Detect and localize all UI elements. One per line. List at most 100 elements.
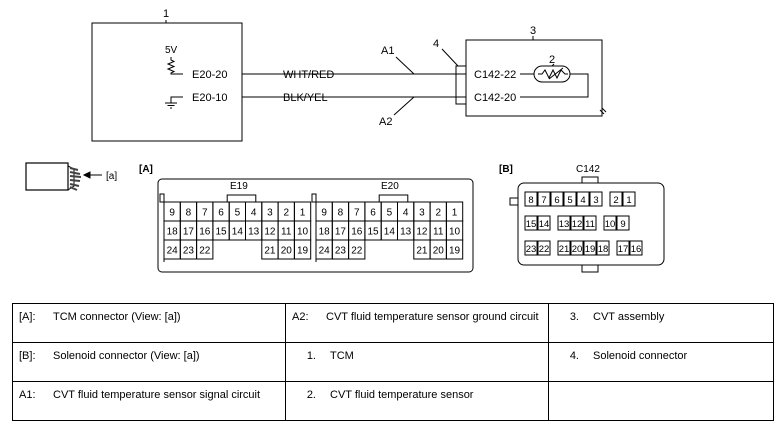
legend-text: TCM bbox=[330, 350, 354, 362]
tcm-pin-number: 18 bbox=[319, 227, 331, 238]
legend-text: CVT fluid temperature sensor bbox=[330, 389, 474, 401]
solenoid-pin-number: 8 bbox=[528, 195, 533, 206]
legend-key: 3. bbox=[569, 311, 579, 323]
tcm-pin bbox=[445, 239, 464, 260]
solenoid-pin-number: 18 bbox=[598, 244, 609, 255]
tcm-pin-number: 20 bbox=[281, 246, 293, 257]
tcm-pin-number: 23 bbox=[183, 246, 195, 257]
tcm-pin-number: 11 bbox=[433, 227, 444, 238]
tcm-pin-number: 14 bbox=[232, 227, 244, 238]
solenoid-pin bbox=[524, 191, 538, 207]
solenoid-pin-number: 21 bbox=[559, 244, 570, 255]
tcm-pin-number: 8 bbox=[186, 208, 192, 219]
tcm-pin-number: 10 bbox=[449, 227, 461, 238]
tcm-pin-number: 13 bbox=[248, 227, 260, 238]
solenoid-pin bbox=[557, 215, 571, 231]
wire-a2-color: BLK/YEL bbox=[283, 92, 328, 104]
solenoid-pin bbox=[570, 240, 584, 256]
tcm-pin-number: 2 bbox=[435, 208, 441, 219]
solenoid-pin bbox=[583, 240, 597, 256]
solenoid-pin bbox=[616, 215, 630, 231]
legend-cell: 4.Solenoid connector bbox=[548, 342, 774, 382]
tcm-pin-number: 14 bbox=[384, 227, 396, 238]
tcm-pin-number: 15 bbox=[215, 227, 227, 238]
tcm-section-e20-label: E20 bbox=[381, 181, 399, 192]
tcm-connector-housing bbox=[157, 178, 474, 273]
solenoid-pin bbox=[576, 191, 590, 207]
legend-table: [A]: TCM connector (View: [a]) A2: CVT flui… bbox=[12, 303, 774, 421]
legend-text: CVT fluid temperature sensor signal circ… bbox=[53, 389, 261, 401]
solenoid-pin-number: 22 bbox=[539, 244, 550, 255]
solenoid-pin bbox=[537, 191, 551, 207]
solenoid-pin-number: 23 bbox=[526, 244, 537, 255]
legend-text: TCM connector (View: [a]) bbox=[53, 311, 181, 323]
legend-cell: [A]: TCM connector (View: [a]) bbox=[12, 303, 286, 343]
legend-key: A2: bbox=[292, 311, 309, 323]
legend-text: Solenoid connector (View: [a]) bbox=[53, 350, 200, 362]
solenoid-pin bbox=[622, 191, 636, 207]
solenoid-pin bbox=[589, 191, 603, 207]
legend-cell: [B]:Solenoid connector (View: [a]) bbox=[12, 342, 286, 382]
tcm-box bbox=[91, 22, 243, 142]
solenoid-pin bbox=[596, 240, 610, 256]
legend-cell: A1: CVT fluid temperature sensor signal c… bbox=[12, 381, 286, 421]
solenoid-pin-number: 6 bbox=[554, 195, 559, 206]
solenoid-pin-number: 15 bbox=[526, 219, 537, 230]
tcm-pin-number: 19 bbox=[297, 246, 309, 257]
callout-3: 3 bbox=[530, 25, 536, 37]
legend-cell: 1. TCM bbox=[285, 342, 549, 382]
tcm-pin bbox=[348, 239, 366, 260]
legend-key: 1. bbox=[306, 350, 316, 362]
tcm-pin-number: 4 bbox=[251, 208, 257, 219]
tcm-pin-number: 12 bbox=[264, 227, 276, 238]
legend-cell bbox=[548, 381, 774, 421]
tcm-pin-number: 9 bbox=[321, 208, 327, 219]
solenoid-pin-number: 19 bbox=[585, 244, 596, 255]
solenoid-pin bbox=[537, 215, 551, 231]
legend-row: [A]: TCM connector (View: [a]) A2: CVT flui… bbox=[12, 303, 774, 343]
tcm-pin-number: 16 bbox=[199, 227, 211, 238]
supply-voltage-label: 5V bbox=[165, 45, 178, 56]
tcm-pin-number: 2 bbox=[283, 208, 289, 219]
legend-text: CVT fluid temperature sensor ground circ… bbox=[326, 311, 539, 323]
tcm-pin-number: 12 bbox=[416, 227, 428, 238]
wire-a1-color: WHT/RED bbox=[283, 69, 334, 81]
tcm-pin-number: 10 bbox=[297, 227, 309, 238]
solenoid-pin bbox=[563, 191, 577, 207]
callout-1: 1 bbox=[163, 8, 169, 20]
solenoid-pin-number: 11 bbox=[585, 219, 595, 230]
solenoid-pin-number: 20 bbox=[572, 244, 583, 255]
tcm-pin-number: 22 bbox=[199, 246, 211, 257]
tcm-pin-number: 5 bbox=[235, 208, 241, 219]
tcm-pin-number: 1 bbox=[452, 208, 458, 219]
tcm-pin-number: 3 bbox=[419, 208, 425, 219]
tcm-pin-number: 13 bbox=[400, 227, 412, 238]
tcm-pin-number: 23 bbox=[335, 246, 347, 257]
tcm-pin-number: 21 bbox=[264, 246, 276, 257]
thermistor-icon bbox=[538, 67, 568, 80]
callout-2: 2 bbox=[549, 54, 555, 66]
legend-row: A1: CVT fluid temperature sensor signal c… bbox=[12, 381, 774, 421]
legend-cell: 2.CVT fluid temperature sensor bbox=[285, 381, 549, 421]
solenoid-pin-number: 17 bbox=[618, 244, 629, 255]
solenoid-connector-name: C142 bbox=[576, 164, 600, 175]
legend-row: [B]:Solenoid connector (View: [a]) 1. TCM 4… bbox=[12, 342, 774, 382]
tcm-pin-number: 15 bbox=[367, 227, 379, 238]
solenoid-pin bbox=[524, 240, 538, 256]
tcm-ground-icon bbox=[165, 96, 183, 109]
connector-view-sketch: [a] bbox=[25, 162, 117, 191]
solenoid-pin-number: 16 bbox=[631, 244, 642, 255]
tcm-pin-number: 19 bbox=[449, 246, 461, 257]
legend-key: [A]: bbox=[19, 311, 36, 323]
solenoid-pin bbox=[550, 191, 564, 207]
tcm-pin-number: 4 bbox=[403, 208, 409, 219]
tcm-pin-number: 8 bbox=[338, 208, 344, 219]
solenoid-pin bbox=[524, 215, 538, 231]
legend-text: Solenoid connector bbox=[593, 350, 688, 362]
solenoid-connector-body bbox=[455, 65, 467, 105]
wire-a2-label: A2 bbox=[379, 116, 392, 128]
tcm-pin bbox=[293, 239, 312, 260]
legend-key: A1: bbox=[19, 389, 36, 401]
